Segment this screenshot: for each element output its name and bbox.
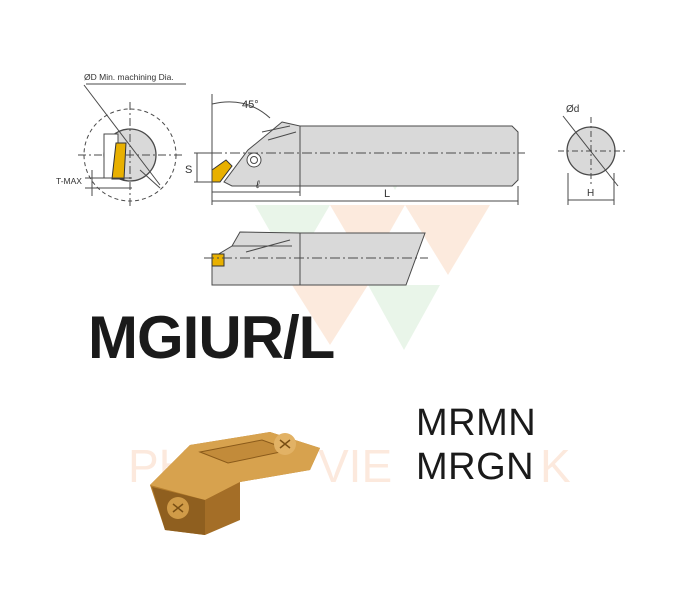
end-view — [558, 115, 626, 205]
top-view — [204, 231, 428, 286]
insert-illustration — [150, 432, 320, 535]
watermark-text-mid: VIE — [318, 440, 392, 492]
insert-code-mrgn: MRGN — [416, 446, 535, 488]
watermark-text-right: K — [540, 440, 571, 492]
angle-label: 45° — [242, 99, 259, 111]
tmax-label: T-MAX — [56, 176, 82, 186]
l-small-label: ℓ — [255, 179, 260, 191]
min-dia-label: ØD Min. machining Dia. — [84, 72, 174, 82]
L-label: L — [384, 188, 390, 200]
model-title: MGIUR/L — [88, 304, 335, 371]
h-label: H — [587, 188, 594, 199]
s-label: S — [185, 164, 192, 176]
d-label: Ød — [566, 104, 579, 115]
front-view — [78, 83, 186, 206]
side-view — [194, 94, 525, 205]
insert-code-mrmn: MRMN — [416, 402, 537, 444]
